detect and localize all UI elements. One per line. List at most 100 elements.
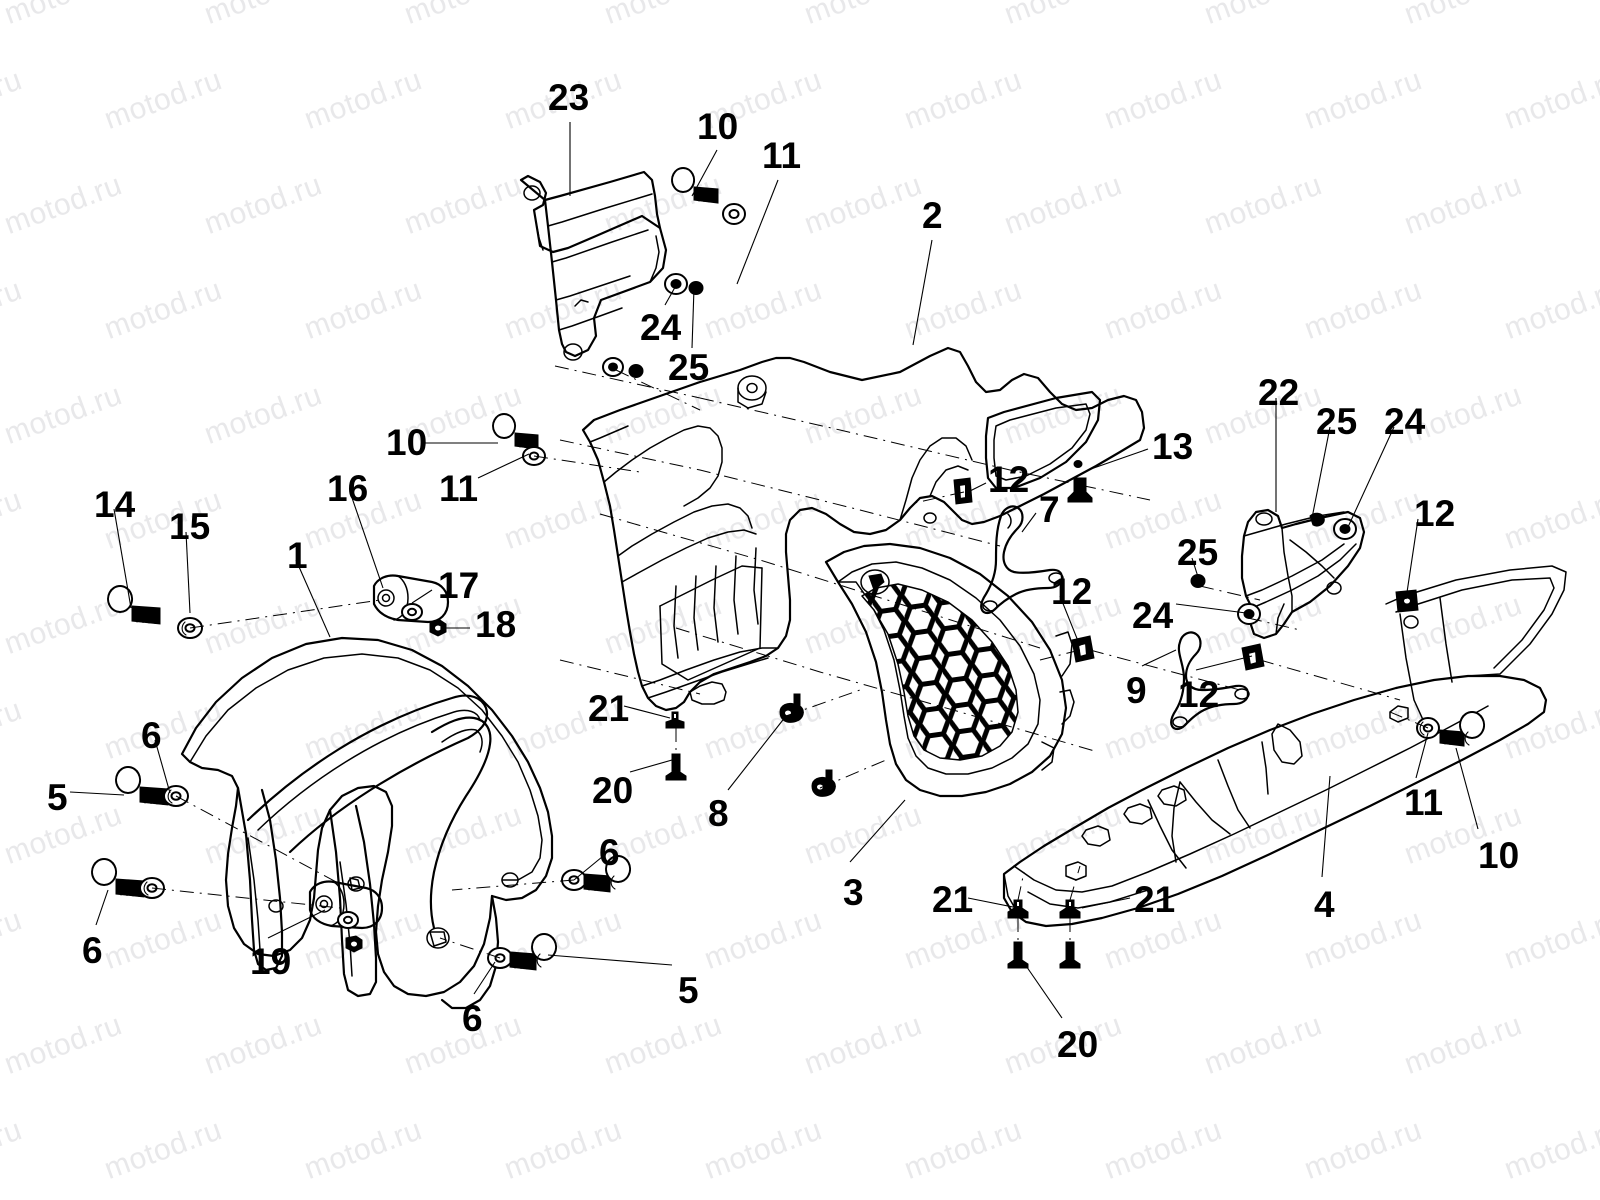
callout-label-10: 10 bbox=[386, 422, 428, 463]
leader-line-10 bbox=[691, 149, 718, 197]
leader-line-20 bbox=[1021, 959, 1063, 1019]
leader-line-16 bbox=[349, 491, 384, 589]
leader-line-14 bbox=[113, 508, 132, 609]
callout-label-12: 12 bbox=[1414, 493, 1456, 534]
callout-label-23: 23 bbox=[548, 77, 590, 118]
callout-label-1: 1 bbox=[287, 535, 308, 576]
callout-label-24: 24 bbox=[640, 307, 682, 348]
fastener-8-push-rivets bbox=[779, 693, 836, 797]
leader-line-12 bbox=[1405, 518, 1419, 600]
leader-line-9 bbox=[1141, 649, 1177, 667]
part-7-bracket-arm bbox=[980, 505, 1064, 615]
part-16-cable-clamp-upper bbox=[372, 574, 450, 637]
leader-line-21 bbox=[623, 705, 671, 719]
fastener-12-clips bbox=[953, 477, 1419, 671]
fastener-14-15 bbox=[107, 585, 203, 639]
leader-line-2 bbox=[912, 239, 933, 346]
callout-label-6: 6 bbox=[599, 832, 620, 873]
fastener-24-25-right bbox=[1190, 512, 1357, 625]
callout-label-22: 22 bbox=[1258, 372, 1300, 413]
callout-label-15: 15 bbox=[169, 506, 211, 547]
callout-label-8: 8 bbox=[708, 793, 729, 834]
fasteners-near-23 bbox=[602, 273, 704, 378]
callout-label-11: 11 bbox=[1404, 782, 1444, 823]
part-19-cable-clamp-lower bbox=[308, 880, 384, 953]
callout-label-25: 25 bbox=[1316, 401, 1358, 442]
callout-label-11: 11 bbox=[439, 468, 479, 509]
leader-line-11 bbox=[736, 179, 779, 285]
leader-line-5 bbox=[547, 954, 673, 966]
callout-label-6: 6 bbox=[141, 715, 162, 756]
callout-label-20: 20 bbox=[1057, 1024, 1099, 1065]
fastener-10-11-mid bbox=[492, 413, 546, 466]
callout-label-25: 25 bbox=[668, 347, 710, 388]
leader-line-19 bbox=[267, 909, 326, 939]
leader-line-6 bbox=[473, 961, 496, 995]
callout-label-12: 12 bbox=[1051, 571, 1093, 612]
leader-line-24 bbox=[1347, 426, 1395, 528]
leader-line-6 bbox=[573, 856, 603, 881]
leader-line-25 bbox=[1311, 426, 1331, 519]
callout-label-19: 19 bbox=[250, 941, 292, 982]
leader-line-8 bbox=[727, 715, 787, 791]
callout-label-24: 24 bbox=[1132, 595, 1174, 636]
leader-line-20 bbox=[629, 759, 673, 773]
callout-label-6: 6 bbox=[82, 930, 103, 971]
leader-line-5 bbox=[69, 791, 125, 796]
leader-line-1 bbox=[295, 559, 331, 638]
callout-label-21: 21 bbox=[1134, 879, 1176, 920]
leader-line-15 bbox=[185, 531, 191, 614]
callout-label-12: 12 bbox=[1178, 674, 1220, 715]
callout-label-21: 21 bbox=[932, 879, 974, 920]
leader-line-12 bbox=[1059, 595, 1081, 647]
callout-label-3: 3 bbox=[843, 872, 864, 913]
leader-line-24 bbox=[664, 281, 679, 306]
leader-line-21 bbox=[967, 897, 1019, 909]
callout-label-9: 9 bbox=[1126, 670, 1147, 711]
leader-line-25 bbox=[1191, 557, 1200, 581]
callout-label-5: 5 bbox=[47, 777, 68, 818]
leader-line-4 bbox=[1321, 775, 1331, 878]
leader-line-17 bbox=[411, 589, 433, 604]
part-22-right-bracket bbox=[1240, 508, 1366, 640]
callout-label-25: 25 bbox=[1177, 532, 1219, 573]
callout-label-12: 12 bbox=[988, 459, 1030, 500]
callout-label-10: 10 bbox=[1478, 835, 1520, 876]
part-2-upper-inner-fairing bbox=[581, 346, 1146, 712]
fastener-21-20-centre bbox=[665, 711, 687, 781]
part-23-left-bracket bbox=[519, 170, 668, 361]
leader-line-12 bbox=[965, 482, 987, 494]
leader-line-13 bbox=[1087, 448, 1149, 471]
leader-line-11 bbox=[477, 453, 530, 479]
leader-line-11 bbox=[1415, 732, 1429, 779]
leader-line-7 bbox=[1021, 512, 1037, 533]
callout-label-20: 20 bbox=[592, 770, 634, 811]
leader-line-25 bbox=[691, 287, 695, 349]
assembly-centerlines bbox=[151, 365, 1429, 959]
part-4-lower-side-fairing bbox=[1002, 565, 1567, 928]
leader-line-3 bbox=[849, 799, 906, 863]
leader-line-24 bbox=[1175, 603, 1247, 614]
fastener-13-screw bbox=[1067, 477, 1093, 503]
fastener-10-top bbox=[671, 167, 746, 225]
callout-leaders bbox=[69, 122, 1479, 1019]
callout-label-21: 21 bbox=[588, 688, 630, 729]
fastener-5-6-b bbox=[91, 858, 165, 899]
callout-label-4: 4 bbox=[1314, 884, 1335, 925]
fastener-11-10-right bbox=[1416, 711, 1486, 747]
callout-label-6: 6 bbox=[462, 998, 483, 1039]
callout-label-7: 7 bbox=[1039, 489, 1060, 530]
callout-label-10: 10 bbox=[697, 106, 739, 147]
callout-label-18: 18 bbox=[475, 604, 517, 645]
leader-line-21 bbox=[1081, 897, 1131, 909]
part-9-bracket-arm-right bbox=[1170, 631, 1250, 731]
callout-label-13: 13 bbox=[1152, 426, 1194, 467]
callout-label-2: 2 bbox=[922, 195, 943, 236]
callout-label-5: 5 bbox=[678, 970, 699, 1011]
leader-line-6 bbox=[95, 889, 109, 926]
leader-line-6 bbox=[154, 739, 171, 794]
part-1-front-fender bbox=[180, 636, 554, 1010]
